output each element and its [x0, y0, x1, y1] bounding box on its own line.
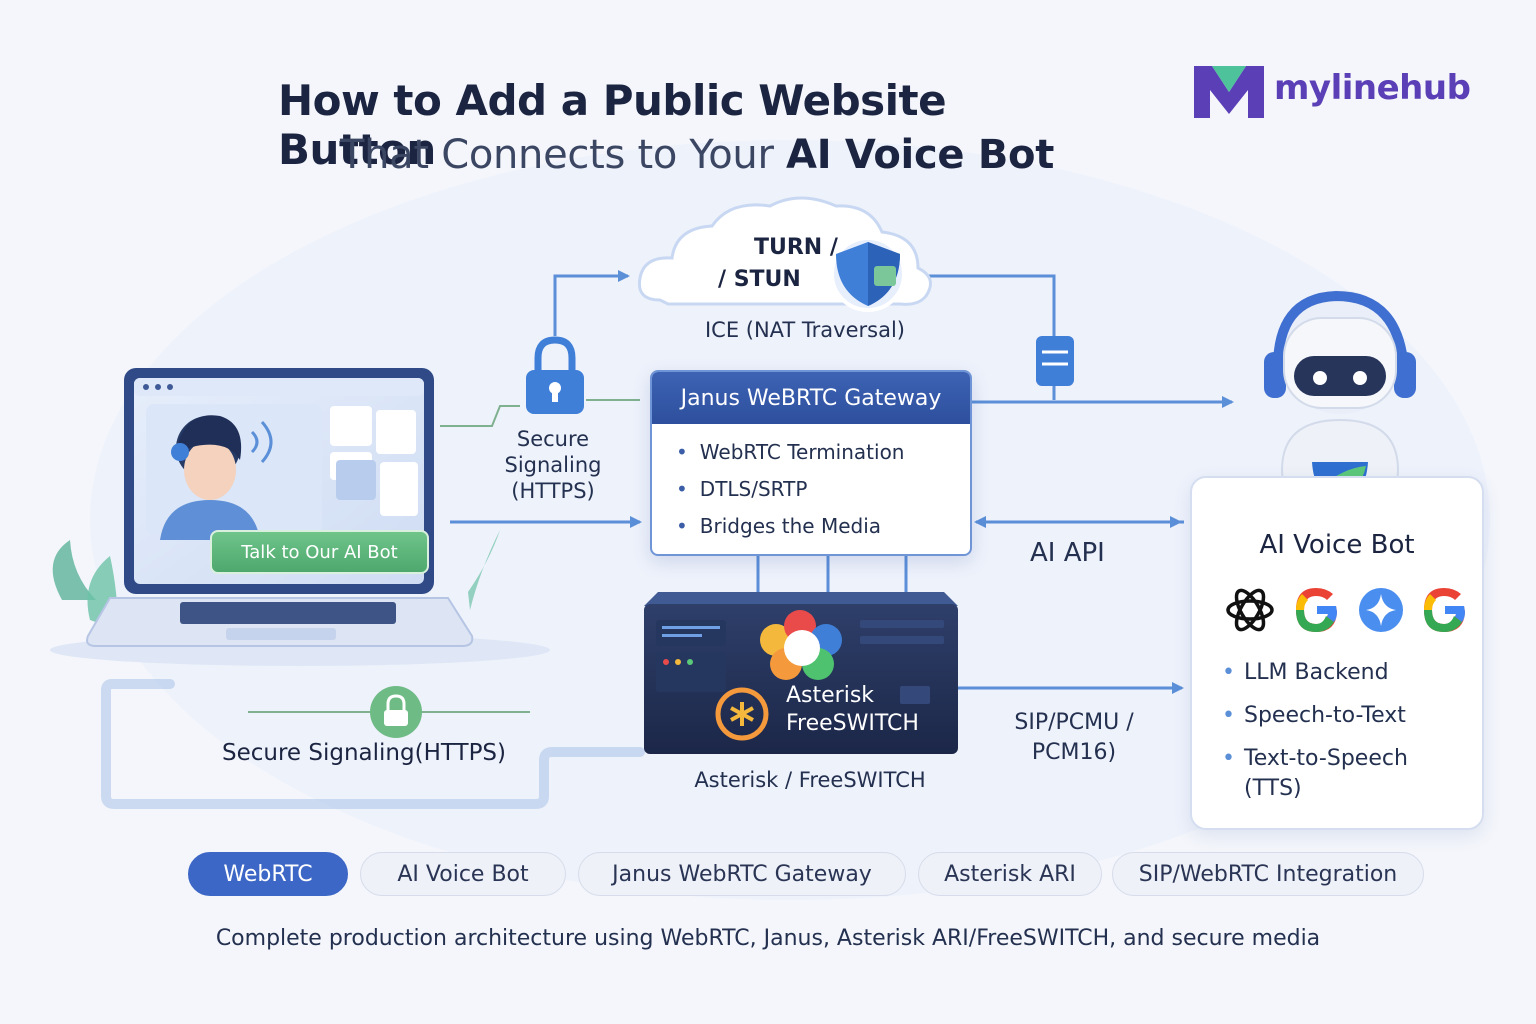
server-label-line2: FreeSWITCH [786, 711, 919, 736]
janus-feature-list: WebRTC Termination DTLS/SRTP Bridges the… [652, 434, 970, 545]
ice-caption: ICE (NAT Traversal) [704, 318, 905, 342]
google-icon [1296, 588, 1337, 632]
signaling-bottom-label: Secure Signaling(HTTPS) [222, 740, 507, 766]
sip-label-line2: PCM16) [1031, 740, 1117, 765]
janus-feature: WebRTC Termination [676, 434, 970, 471]
arrow-to-turn [553, 270, 630, 336]
server-label: Asterisk FreeSWITCH [786, 682, 919, 738]
janus-feature: DTLS/SRTP [676, 471, 970, 508]
talk-to-bot-button[interactable]: Talk to Our AI Bot [210, 530, 429, 574]
bottom-signaling-loop [101, 679, 645, 809]
tag-ai-voice-bot[interactable]: AI Voice Bot [360, 852, 566, 896]
server-label-line1: Asterisk [786, 683, 875, 708]
freeswitch-flower-icon [760, 610, 842, 680]
bot-feature-tts: Text-to-Speech [1244, 746, 1408, 771]
bot-feature: Text-to-Speech (TTS) [1222, 744, 1408, 804]
subtitle-bold: AI Voice Bot [786, 132, 1055, 178]
m-logo-icon [1190, 62, 1268, 120]
signaling-top-line3: (HTTPS) [511, 479, 595, 503]
lock-icon [370, 686, 422, 738]
tag-sip-webrtc[interactable]: SIP/WebRTC Integration [1112, 852, 1424, 896]
tag-asterisk-ari[interactable]: Asterisk ARI [918, 852, 1102, 896]
lock-icon [526, 336, 584, 414]
server-caption: Asterisk / FreeSWITCH [694, 768, 926, 792]
asterisk-freeswitch-server [644, 592, 958, 754]
bot-feature: Speech-to-Text [1222, 701, 1408, 731]
signaling-top-line2: Signaling [504, 453, 602, 477]
turn-stun-cloud [637, 196, 932, 312]
brand-name: mylinehub [1274, 68, 1471, 108]
janus-title: Janus WeBRTC Gateway [652, 372, 970, 424]
line-turn-right [928, 274, 1056, 336]
page-subtitle: That Connects to Your AI Voice Bot [340, 132, 1140, 178]
asterisk-icon [715, 687, 769, 741]
connectors [450, 270, 1234, 694]
signaling-top-label: Secure Signaling (HTTPS) [488, 426, 618, 504]
google-icon [1424, 588, 1465, 632]
sip-label: SIP/PCMU / PCM16) [994, 708, 1154, 768]
provider-icons [1222, 582, 1470, 638]
footer-caption: Complete production architecture using W… [215, 926, 1321, 951]
signaling-top-line1: Secure [516, 427, 590, 451]
ai-voice-bot-panel: AI Voice Bot LLM Backend Speech- [1190, 476, 1484, 830]
turn-label-line2: / STUN [718, 267, 801, 292]
janus-gateway-box: Janus WeBRTC Gateway WebRTC Termination … [650, 370, 972, 556]
gateway-device-icon [1036, 336, 1074, 386]
turn-label-line1: TURN / [754, 235, 838, 260]
ai-api-label: AI API [1030, 538, 1105, 568]
tag-webrtc[interactable]: WebRTC [188, 852, 348, 896]
gemini-icon [1359, 588, 1403, 632]
bot-feature-tts-abbr: (TTS) [1244, 776, 1302, 801]
subtitle-plain: That Connects to Your [340, 132, 787, 178]
bot-feature: LLM Backend [1222, 658, 1408, 688]
sip-label-line1: SIP/PCMU / [1014, 710, 1134, 735]
tag-janus-gateway[interactable]: Janus WebRTC Gateway [578, 852, 906, 896]
page-title: How to Add a Public Website Button [278, 76, 947, 174]
cable-laptop [440, 405, 520, 427]
janus-feature: Bridges the Media [676, 508, 970, 545]
turn-stun-label: TURN / / STUN [718, 232, 838, 296]
cloud-shield-icon [830, 236, 906, 312]
bot-title: AI Voice Bot [1259, 530, 1415, 560]
openai-icon [1226, 588, 1274, 632]
bot-feature-list: LLM Backend Speech-to-Text Text-to-Speec… [1222, 658, 1408, 817]
